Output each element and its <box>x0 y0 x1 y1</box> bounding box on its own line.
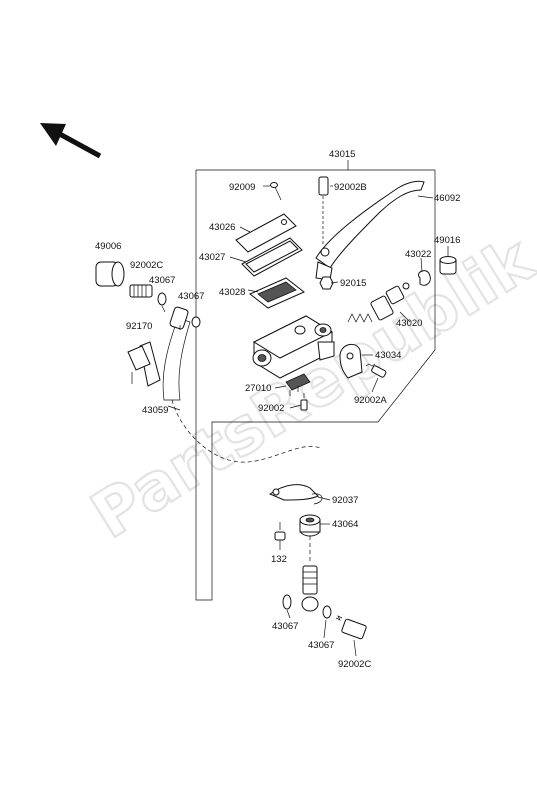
label-43067-c: 43067 <box>272 621 298 632</box>
reservoir-diaphragm-inner <box>245 240 299 273</box>
leader-lines <box>161 160 449 657</box>
bracket-bolt <box>274 522 286 541</box>
label-92002C-top: 92002C <box>130 260 163 271</box>
brake-hose <box>162 306 321 463</box>
brake-light-switch <box>285 373 311 396</box>
label-43034: 43034 <box>375 350 401 361</box>
piston-assembly <box>347 282 410 323</box>
watermark: PartsRepublik <box>79 222 537 553</box>
label-92002A: 92002A <box>354 395 387 406</box>
label-43067-b: 43067 <box>178 291 204 302</box>
label-43067-d: 43067 <box>308 640 334 651</box>
label-27010: 27010 <box>245 383 271 394</box>
label-46092: 46092 <box>434 193 460 204</box>
washer-lower-right <box>322 605 332 619</box>
assembly-outline <box>195 169 436 601</box>
label-43015: 43015 <box>329 149 355 160</box>
reservoir-cap <box>235 213 297 253</box>
pivot-nut <box>319 276 334 290</box>
washer-upper-right <box>191 316 201 328</box>
label-43022: 43022 <box>405 249 431 260</box>
handlebar-clamp <box>339 343 363 379</box>
label-43064: 43064 <box>332 519 358 530</box>
label-43027: 43027 <box>199 252 225 263</box>
master-cylinder-body <box>252 315 335 379</box>
label-49016: 49016 <box>434 235 460 246</box>
label-92170: 92170 <box>126 321 152 332</box>
label-92002C-bottom: 92002C <box>338 659 371 670</box>
label-43067-a: 43067 <box>149 275 175 286</box>
front-direction-arrow-icon <box>40 123 102 159</box>
clamp-bolt <box>365 363 387 378</box>
hose-grommet <box>299 514 321 537</box>
label-92015: 92015 <box>340 278 366 289</box>
label-43020: 43020 <box>396 318 422 329</box>
washer-upper-left <box>157 292 167 306</box>
dust-boot <box>418 270 431 286</box>
label-49006: 49006 <box>95 241 121 252</box>
label-132: 132 <box>271 554 287 565</box>
banjo-bolt-bottom <box>335 615 367 640</box>
brake-lever <box>315 180 425 281</box>
left-end-cap <box>95 261 125 287</box>
reservoir-diaphragm <box>241 237 303 277</box>
lever-end-cap <box>439 256 457 275</box>
banjo-bolt-top <box>129 284 153 298</box>
label-43028: 43028 <box>219 287 245 298</box>
lower-hose-clamp <box>268 484 323 505</box>
washer-lower-left <box>282 594 292 610</box>
label-43059: 43059 <box>142 405 168 416</box>
hose-clamp-bracket <box>127 341 161 387</box>
label-92009: 92009 <box>229 182 255 193</box>
cap-screw <box>270 182 282 201</box>
label-92002: 92002 <box>258 403 284 414</box>
diaphragm-plate <box>249 277 305 309</box>
label-92037: 92037 <box>332 495 358 506</box>
label-92002B: 92002B <box>334 182 367 193</box>
hose-lower-fitting <box>301 536 319 612</box>
pivot-bolt <box>318 176 329 246</box>
label-43026: 43026 <box>209 222 235 233</box>
